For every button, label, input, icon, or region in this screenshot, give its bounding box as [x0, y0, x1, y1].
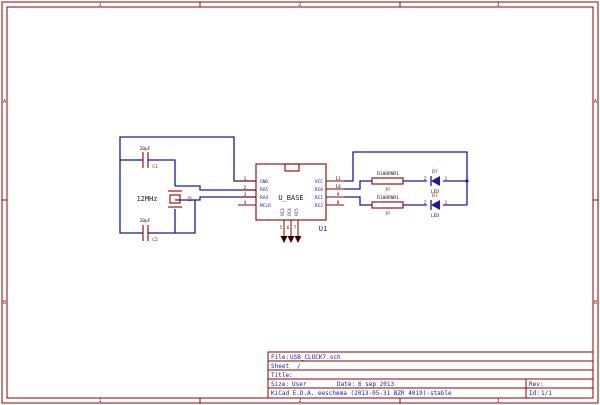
ic-pin-number: 2 [244, 185, 247, 191]
file-label: File: [271, 354, 289, 361]
led-1-label: LED [431, 189, 439, 195]
led-2-ref: D? [432, 193, 438, 199]
ic-u1: U_BASE U1 1 2 3 4 GND RA5 RA4 MCLR 11 10… [238, 163, 344, 244]
ic-pin-name: GND [260, 179, 268, 185]
ic-pin-number: 8 [337, 200, 340, 206]
title-block: File: USB_CLOCK7.sch Sheet / Title: Size… [267, 351, 594, 399]
ic-pin-number: 10 [335, 184, 341, 190]
id-value: 1/1 [541, 390, 552, 397]
rc1-wire [344, 196, 372, 206]
left-rail-wire [119, 160, 133, 234]
led-2-pin-k: 1 [445, 200, 448, 205]
crystal-body [169, 194, 181, 204]
vcc-rail-wire [344, 151, 468, 205]
ic-pin-number: 9 [337, 192, 340, 198]
led-1-pin-a: 2 [424, 176, 427, 181]
crystal-ref: X1 [186, 196, 192, 202]
ic-ref: U1 [319, 225, 327, 233]
sheet-label: Sheet [271, 363, 289, 370]
generator-text: KiCad E.D.A. eeschema (2013-05-31 BZR 40… [271, 390, 452, 397]
junction-dot [465, 179, 469, 183]
ic-pin-number: 6 [287, 225, 290, 230]
ic-pin-number: 1 [244, 176, 247, 182]
resistor-1-value: R? [386, 187, 391, 192]
date-value: 6 sep 2013 [358, 381, 395, 388]
led-2-diode-icon [431, 200, 440, 210]
ic-name: U_BASE [278, 194, 303, 202]
top-zone-number: 2 [298, 2, 301, 8]
left-zone-letter: B [3, 300, 6, 306]
ra5-wire [175, 185, 256, 191]
size-label: Size: [271, 381, 289, 388]
resistor-2-value: R? [386, 211, 391, 216]
cap-top-value: 20pF [140, 146, 151, 152]
led-circuit: R100RNR1 R? R100RNR1 R? D? LED 2 1 D? LE… [344, 151, 469, 219]
led-1-diode-icon [431, 176, 440, 186]
resistor-2-name: R100RNR1 [377, 195, 399, 201]
ic-pin-name: RC3 [280, 208, 285, 216]
top-zone-number: 3 [496, 2, 499, 8]
cap-bottom-gap [133, 228, 158, 238]
pin-arrow-icon [294, 235, 302, 244]
ic-pin-name: RC1 [315, 195, 323, 201]
inner-frame [6, 6, 594, 399]
pin-arrow-icon [280, 235, 288, 244]
pin-arrow-icon [287, 235, 295, 244]
led-2-pin-a: 2 [424, 200, 427, 205]
crystal-top-wire [158, 159, 176, 186]
left-zone-letter: A [3, 99, 6, 105]
led-1-pin-k: 1 [445, 176, 448, 181]
oscillator-circuit: 20pF C1 20pF C2 12MHz X1 [119, 136, 256, 243]
led-2-label: LED [431, 213, 439, 219]
ic-pin-name: RC4 [287, 208, 292, 216]
resistor-1-body [371, 177, 404, 185]
ic-pin-name: RC5 [294, 208, 299, 216]
ra4-wire [195, 196, 256, 201]
title-block-frame [267, 351, 594, 399]
ic-notch [284, 163, 300, 172]
crystal-bottom-wire [158, 209, 176, 234]
ic-pin-number: 3 [244, 192, 247, 198]
ra4-loop-wire [175, 199, 196, 234]
rev-label: Rev: [529, 381, 543, 388]
ic-pin-name: VCC [315, 179, 323, 185]
id-label: Id: [529, 390, 540, 397]
resistor-2-body [371, 201, 404, 209]
title-label: Title: [271, 372, 293, 379]
cap-top-ref: C1 [152, 164, 158, 170]
top-zone-number: 1 [98, 2, 101, 8]
ic-pin-number: 5 [280, 225, 283, 230]
cap-bottom-value: 20pF [140, 218, 151, 224]
cap-top-gap [133, 155, 158, 165]
ic-pin-name: RA4 [260, 195, 268, 201]
crystal-label: 12MHz [136, 195, 157, 203]
right-zone-letter: B [594, 300, 597, 306]
ic-pin-name: RC2 [315, 203, 323, 209]
cap-bottom-ref: C2 [152, 237, 158, 243]
resistor-1-name: R100RNR1 [377, 171, 399, 177]
size-value: User [292, 381, 307, 388]
led-1-ref: D? [432, 169, 438, 175]
sheet-value: / [297, 363, 301, 370]
right-zone-letter: A [594, 99, 597, 105]
date-label: Date: [337, 381, 355, 388]
ic-pin-number: 11 [335, 176, 341, 182]
ic-pin-number: 4 [244, 200, 247, 206]
bottom-zone-number: 3 [496, 398, 499, 404]
rc0-wire [344, 180, 372, 190]
bottom-zone-number: 2 [298, 398, 301, 404]
ic-pin-number: 7 [294, 225, 297, 230]
ic-pin-name: MCLR [260, 203, 271, 209]
bottom-zone-number: 1 [98, 398, 101, 404]
file-name: USB_CLOCK7.sch [290, 354, 341, 361]
ic-pin-name: RC0 [315, 187, 323, 193]
ic-pin-name: RA5 [260, 187, 268, 193]
